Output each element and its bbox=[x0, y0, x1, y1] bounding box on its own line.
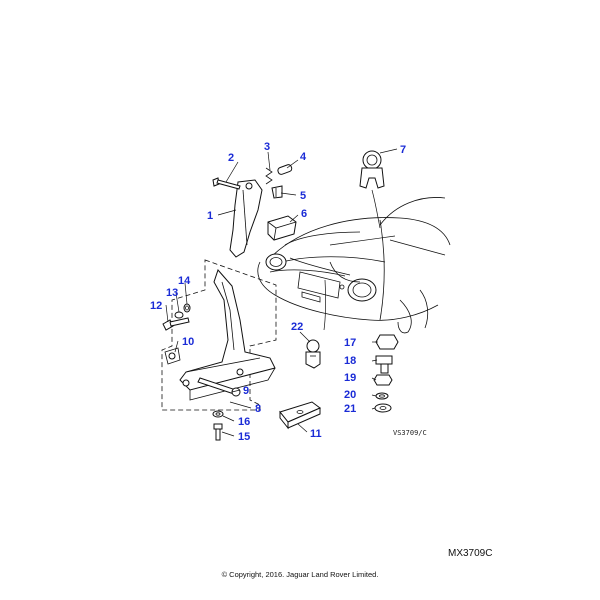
grommet-part bbox=[305, 339, 321, 369]
hex-bolt-part bbox=[375, 355, 393, 374]
clip-part bbox=[271, 185, 283, 199]
callout-19: 19 bbox=[344, 372, 356, 384]
leader-lines bbox=[165, 148, 398, 437]
callout-16: 16 bbox=[238, 416, 250, 428]
callout-11: 11 bbox=[310, 428, 322, 440]
bonnet-seal-part bbox=[359, 150, 385, 189]
callout-15: 15 bbox=[238, 431, 250, 443]
stop-block-part bbox=[267, 215, 297, 241]
callout-1: 1 bbox=[207, 210, 213, 222]
copyright-notice: © Copyright, 2016. Jaguar Land Rover Lim… bbox=[221, 570, 379, 579]
drawing-reference: VS3709/C bbox=[393, 429, 427, 437]
callout-4: 4 bbox=[300, 151, 307, 163]
callout-labels: 1 2 3 4 5 6 7 8 9 10 11 12 13 14 15 16 1… bbox=[150, 141, 406, 443]
lower-washer-bolt bbox=[212, 410, 224, 441]
car-front-illustration bbox=[257, 189, 451, 334]
callout-9: 9 bbox=[243, 385, 249, 397]
callout-7: 7 bbox=[400, 144, 406, 156]
callout-17: 17 bbox=[344, 337, 356, 349]
pivot-pin-part bbox=[197, 377, 241, 397]
callout-22: 22 bbox=[291, 321, 303, 333]
rubber-pad-part bbox=[279, 401, 321, 430]
bolt-washer-stack bbox=[162, 303, 191, 331]
callout-3: 3 bbox=[264, 141, 270, 153]
hinge-arm-part bbox=[229, 179, 263, 258]
callout-13: 13 bbox=[166, 287, 178, 299]
part-number-label: MX3709C bbox=[448, 548, 493, 559]
hinge-bolt-part bbox=[212, 177, 241, 190]
callout-21: 21 bbox=[344, 403, 356, 415]
callout-18: 18 bbox=[344, 355, 356, 367]
assembly-boundary bbox=[161, 259, 277, 411]
callout-6: 6 bbox=[301, 208, 307, 220]
callout-12: 12 bbox=[150, 300, 162, 312]
flat-washer-part bbox=[374, 403, 392, 413]
spring-washer-part bbox=[375, 392, 389, 400]
lock-nut-part bbox=[373, 374, 393, 386]
support-bracket-part bbox=[164, 269, 276, 401]
callout-2: 2 bbox=[228, 152, 234, 164]
callout-20: 20 bbox=[344, 389, 356, 401]
spring-part bbox=[265, 167, 273, 185]
hex-nut-part bbox=[375, 334, 399, 350]
callout-14: 14 bbox=[178, 275, 191, 287]
callout-5: 5 bbox=[300, 190, 306, 202]
callout-10: 10 bbox=[182, 336, 194, 348]
callout-8: 8 bbox=[255, 403, 261, 415]
